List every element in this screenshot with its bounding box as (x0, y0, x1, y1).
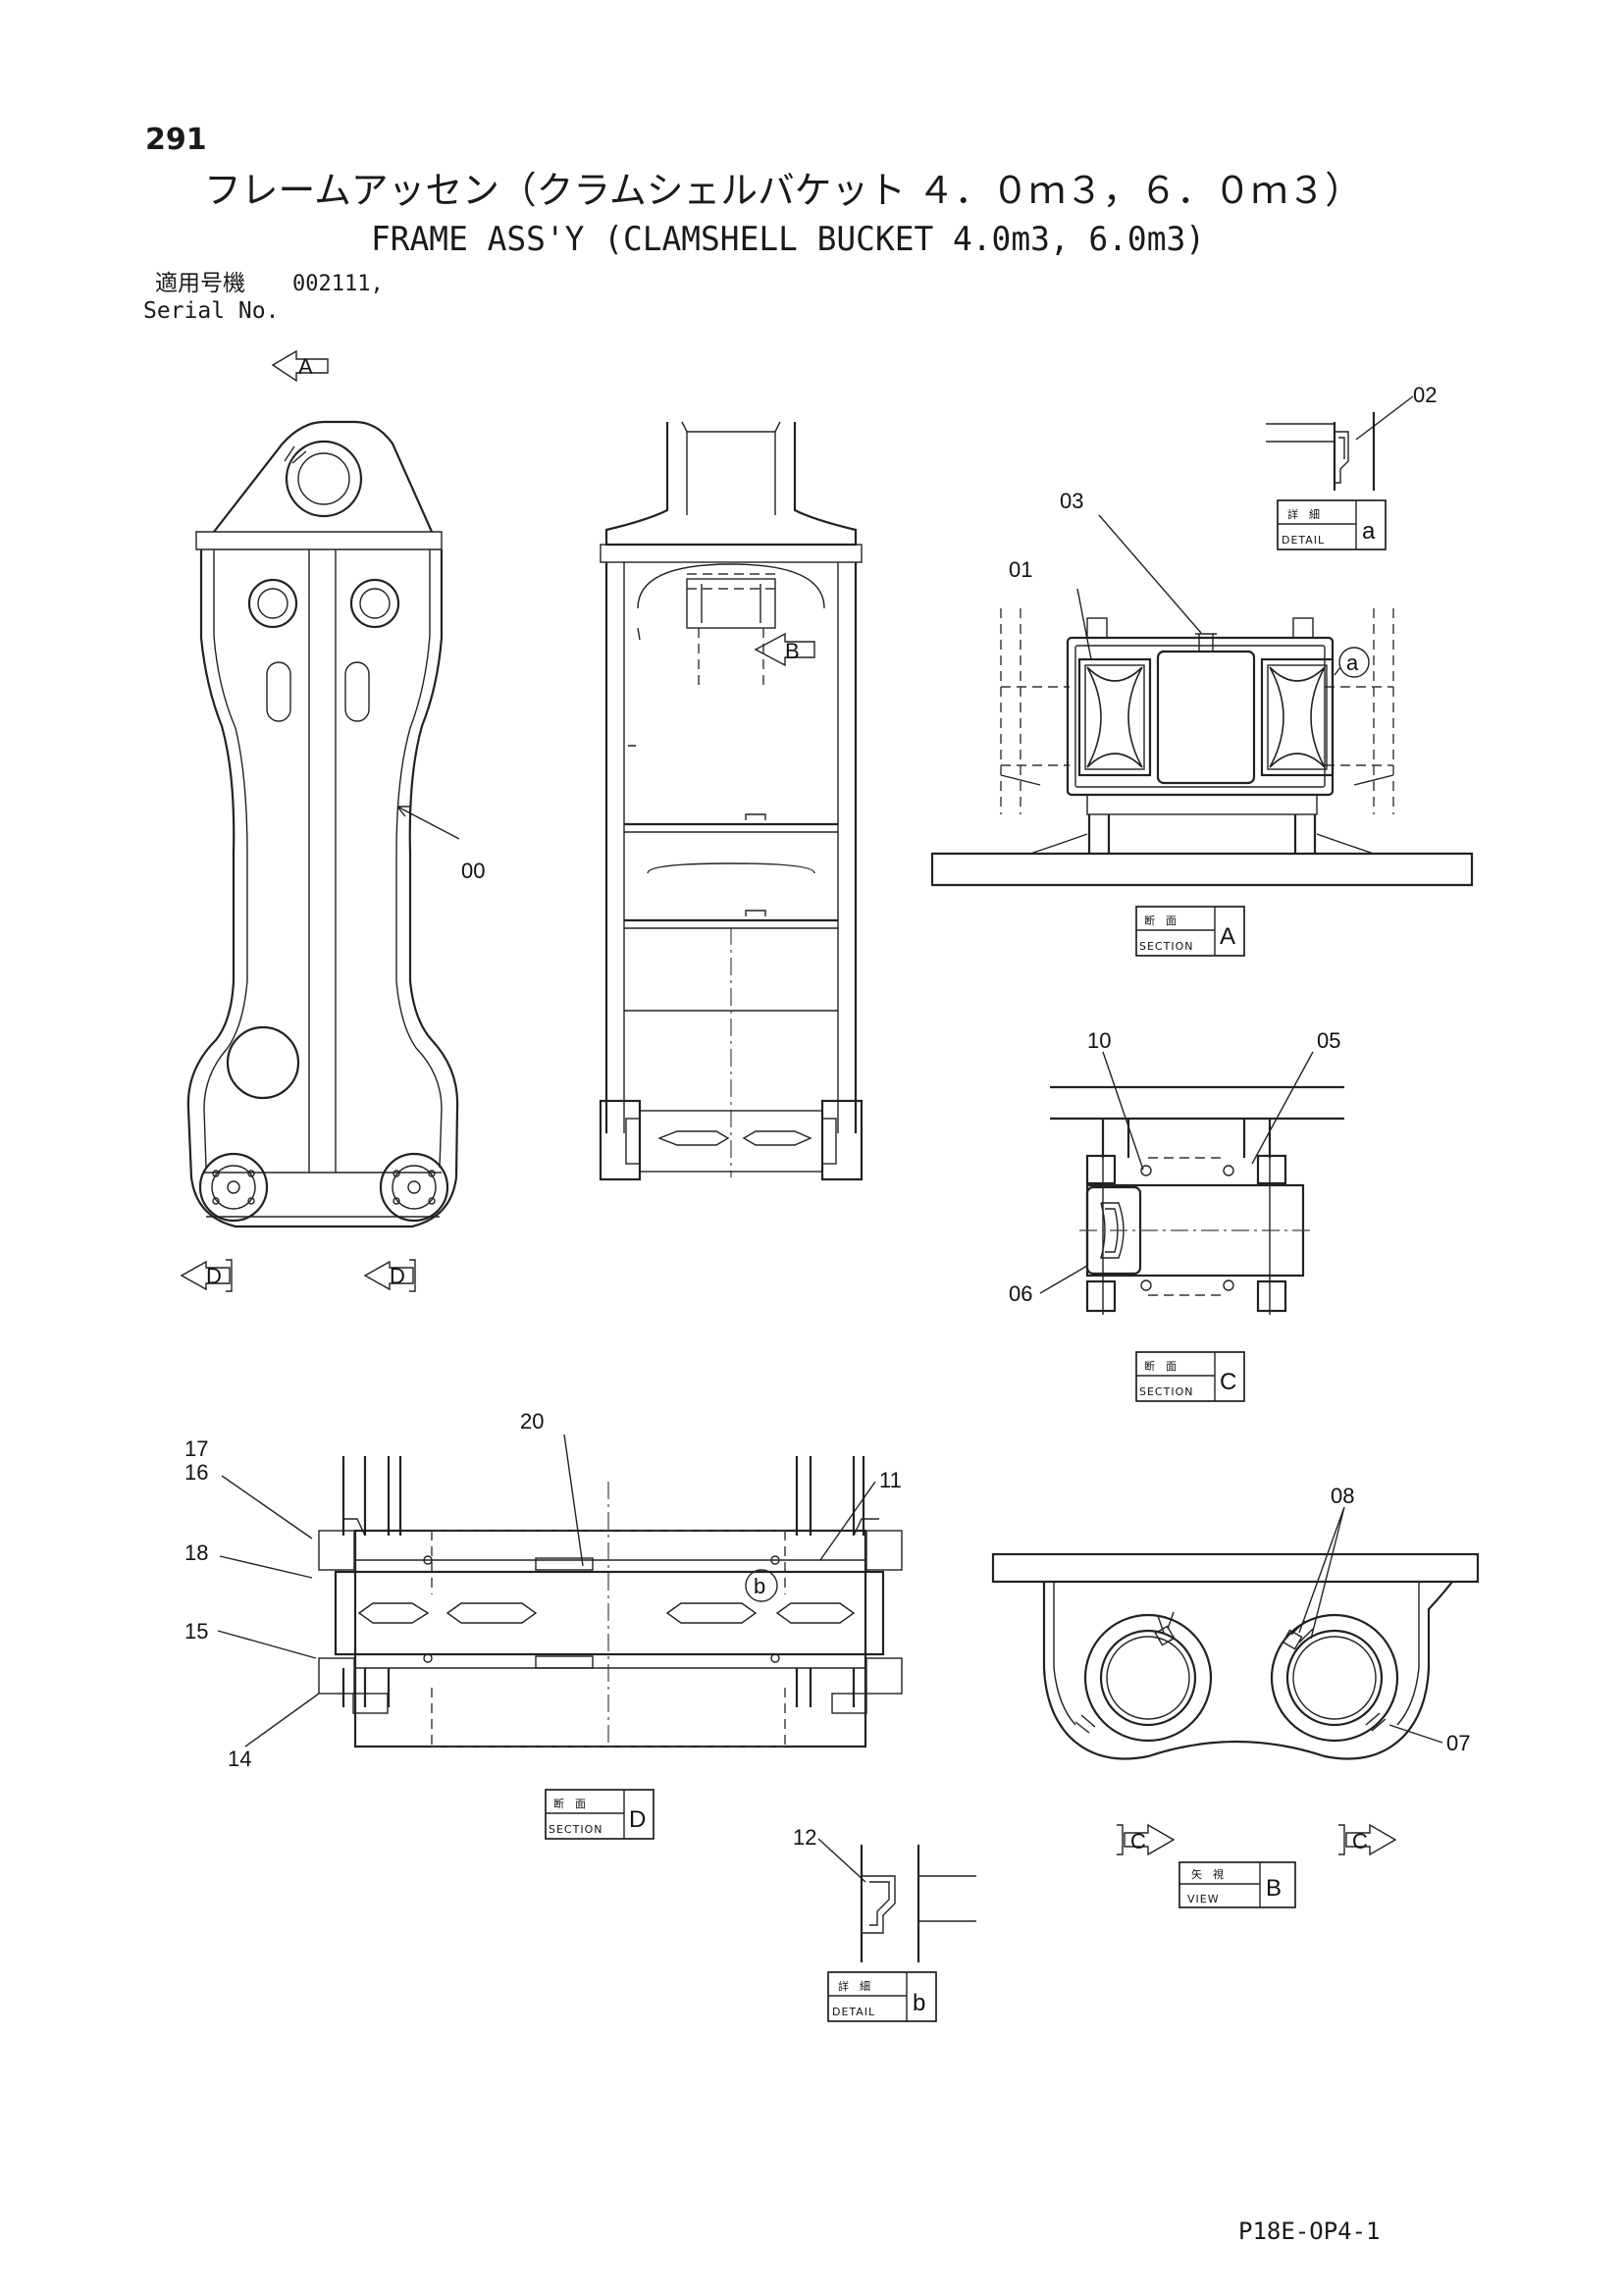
section-c-label-en: SECTION (1139, 1385, 1193, 1398)
detail-b-label: 詳 細 DETAIL b (827, 1971, 937, 2022)
title-japanese: フレームアッセン（クラムシェルバケット ４．０ｍ３，６．０ｍ３） (204, 169, 1362, 212)
callout-14: 14 (228, 1747, 251, 1771)
callout-18: 18 (184, 1540, 208, 1565)
detail-a-label-jp: 詳 細 (1287, 507, 1320, 521)
section-d-label-jp: 断 面 (553, 1797, 586, 1810)
view-arrow-c-left: C (1117, 1823, 1176, 1856)
view-arrow-b-letter: B (785, 639, 800, 663)
section-a-label-letter: A (1220, 923, 1235, 950)
detail-b-label-jp: 詳 細 (838, 1979, 870, 1993)
section-a-label-jp: 断 面 (1144, 913, 1177, 927)
callout-02: 02 (1413, 383, 1437, 407)
title-english: FRAME ASS'Y (CLAMSHELL BUCKET 4.0m3, 6.0… (371, 220, 1205, 259)
callout-00: 00 (461, 859, 485, 883)
section-c-label: 断 面 SECTION C (1135, 1351, 1245, 1402)
section-a-label-en: SECTION (1139, 940, 1193, 953)
section-a-view: 01 03 a (930, 489, 1474, 887)
view-arrow-a-letter: A (298, 354, 313, 379)
detail-b-view: 12 (793, 1825, 976, 1962)
callout-17: 17 (184, 1436, 208, 1461)
view-arrow-d-left: D (180, 1259, 233, 1292)
view-arrow-d-right: D (363, 1259, 416, 1292)
callout-10: 10 (1087, 1028, 1111, 1053)
detail-a-view: 02 (1266, 383, 1437, 491)
serial-label-english: Serial No. (143, 298, 279, 324)
section-c-label-letter: C (1220, 1369, 1236, 1395)
view-arrow-b: B (754, 632, 815, 667)
callout-20: 20 (520, 1409, 544, 1434)
view-b-label-en: VIEW (1187, 1893, 1220, 1905)
callout-05: 05 (1317, 1028, 1340, 1053)
view-arrow-c-left-letter: C (1130, 1829, 1146, 1853)
view-b-label: 矢 視 VIEW B (1178, 1861, 1296, 1908)
section-d-label-letter: D (629, 1806, 646, 1833)
callout-15: 15 (184, 1619, 208, 1644)
detail-a-label-letter: a (1362, 518, 1376, 545)
section-c-label-jp: 断 面 (1144, 1359, 1177, 1373)
marker-a: a (1346, 651, 1359, 675)
frame-side-view (599, 421, 864, 1181)
marker-b: b (754, 1574, 765, 1598)
detail-a-label: 詳 細 DETAIL a (1277, 499, 1387, 550)
serial-value: 002111, (292, 272, 384, 296)
drawing-code: P18E-OP4-1 (1238, 2218, 1381, 2245)
view-arrow-a: A (271, 349, 329, 383)
view-arrow-c-right: C (1338, 1823, 1397, 1856)
section-a-label: 断 面 SECTION A (1135, 906, 1245, 957)
view-b-label-jp: 矢 視 (1191, 1867, 1224, 1881)
page-number: 291 (145, 123, 207, 157)
serial-label-japanese: 適用号機 (155, 271, 245, 296)
frame-front-view: 00 (186, 420, 485, 1228)
view-b-view: 08 07 (991, 1484, 1480, 1760)
callout-12: 12 (793, 1825, 816, 1850)
section-d-label: 断 面 SECTION D (545, 1789, 654, 1840)
detail-b-label-letter: b (913, 1990, 925, 2016)
callout-08: 08 (1331, 1484, 1354, 1508)
view-arrow-c-right-letter: C (1352, 1829, 1368, 1853)
section-d-view: b 20 11 17 16 18 15 14 (184, 1409, 903, 1771)
callout-16: 16 (184, 1460, 208, 1485)
callout-07: 07 (1446, 1731, 1470, 1755)
callout-06: 06 (1009, 1281, 1032, 1306)
detail-b-label-en: DETAIL (832, 2006, 875, 2018)
view-arrow-d-left-letter: D (206, 1264, 222, 1288)
detail-a-label-en: DETAIL (1282, 534, 1325, 547)
callout-01: 01 (1009, 557, 1032, 582)
section-c-view: 10 05 06 (1009, 1028, 1344, 1315)
section-d-label-en: SECTION (549, 1823, 602, 1836)
view-arrow-d-right-letter: D (390, 1264, 405, 1288)
callout-11: 11 (879, 1468, 902, 1492)
callout-03: 03 (1060, 489, 1083, 513)
view-b-label-letter: B (1266, 1875, 1282, 1902)
